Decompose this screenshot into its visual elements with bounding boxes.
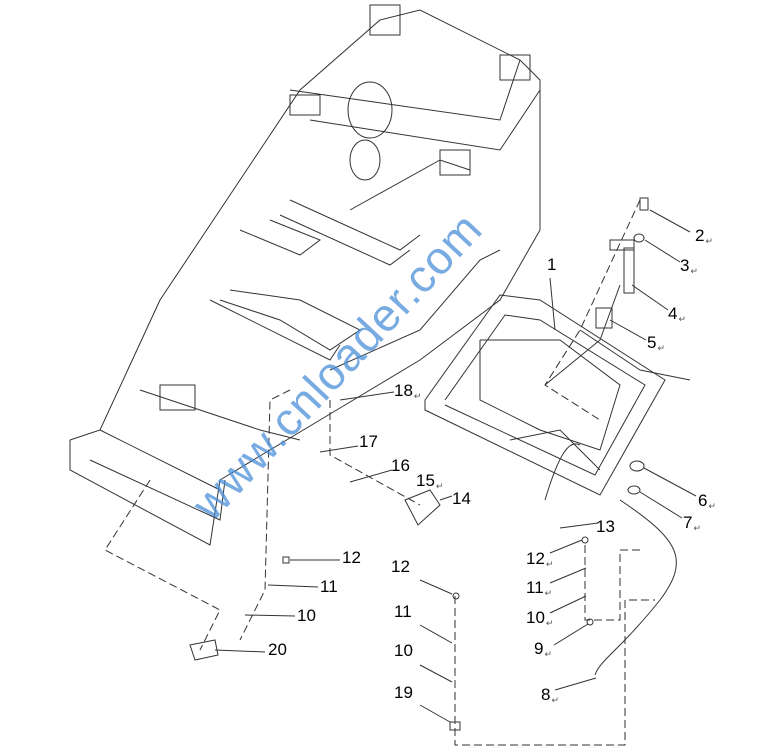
callout-12-left: 12 <box>342 548 361 567</box>
callout-8: 8↵ <box>541 685 560 705</box>
callout-11-right: 11↵ <box>526 578 553 598</box>
callout-19: 19 <box>394 683 413 702</box>
callout-5: 5↵ <box>647 333 666 353</box>
callout-11-middle: 11 <box>394 602 412 621</box>
callout-16: 16 <box>391 456 410 475</box>
leader-lines <box>214 209 697 723</box>
callout-17: 17 <box>359 432 378 451</box>
callout-4: 4↵ <box>668 304 687 324</box>
callout-9: 9↵ <box>534 639 553 659</box>
seat-frame <box>424 284 691 496</box>
small-parts <box>189 197 677 731</box>
callout-10-left: 10 <box>297 606 316 625</box>
callout-10-middle: 10 <box>394 641 413 660</box>
dashed-lines <box>104 199 655 746</box>
callout-14: 14 <box>452 489 471 508</box>
callout-10-right: 10↵ <box>526 608 554 628</box>
callout-7: 7↵ <box>683 513 702 533</box>
callout-18: 18↵ <box>394 381 422 401</box>
callout-20: 20 <box>268 640 287 659</box>
callout-2: 2↵ <box>695 226 714 246</box>
callout-12-right: 12↵ <box>526 549 554 569</box>
callout-12-middle: 12 <box>391 557 410 576</box>
callout-11-left: 11 <box>320 577 338 596</box>
main-frame <box>69 4 541 546</box>
callout-3: 3↵ <box>680 256 699 276</box>
callout-1: 1 <box>547 255 557 274</box>
callout-13: 13 <box>596 517 615 536</box>
callout-15: 15↵ <box>416 471 444 491</box>
callout-6: 6↵ <box>698 491 717 511</box>
